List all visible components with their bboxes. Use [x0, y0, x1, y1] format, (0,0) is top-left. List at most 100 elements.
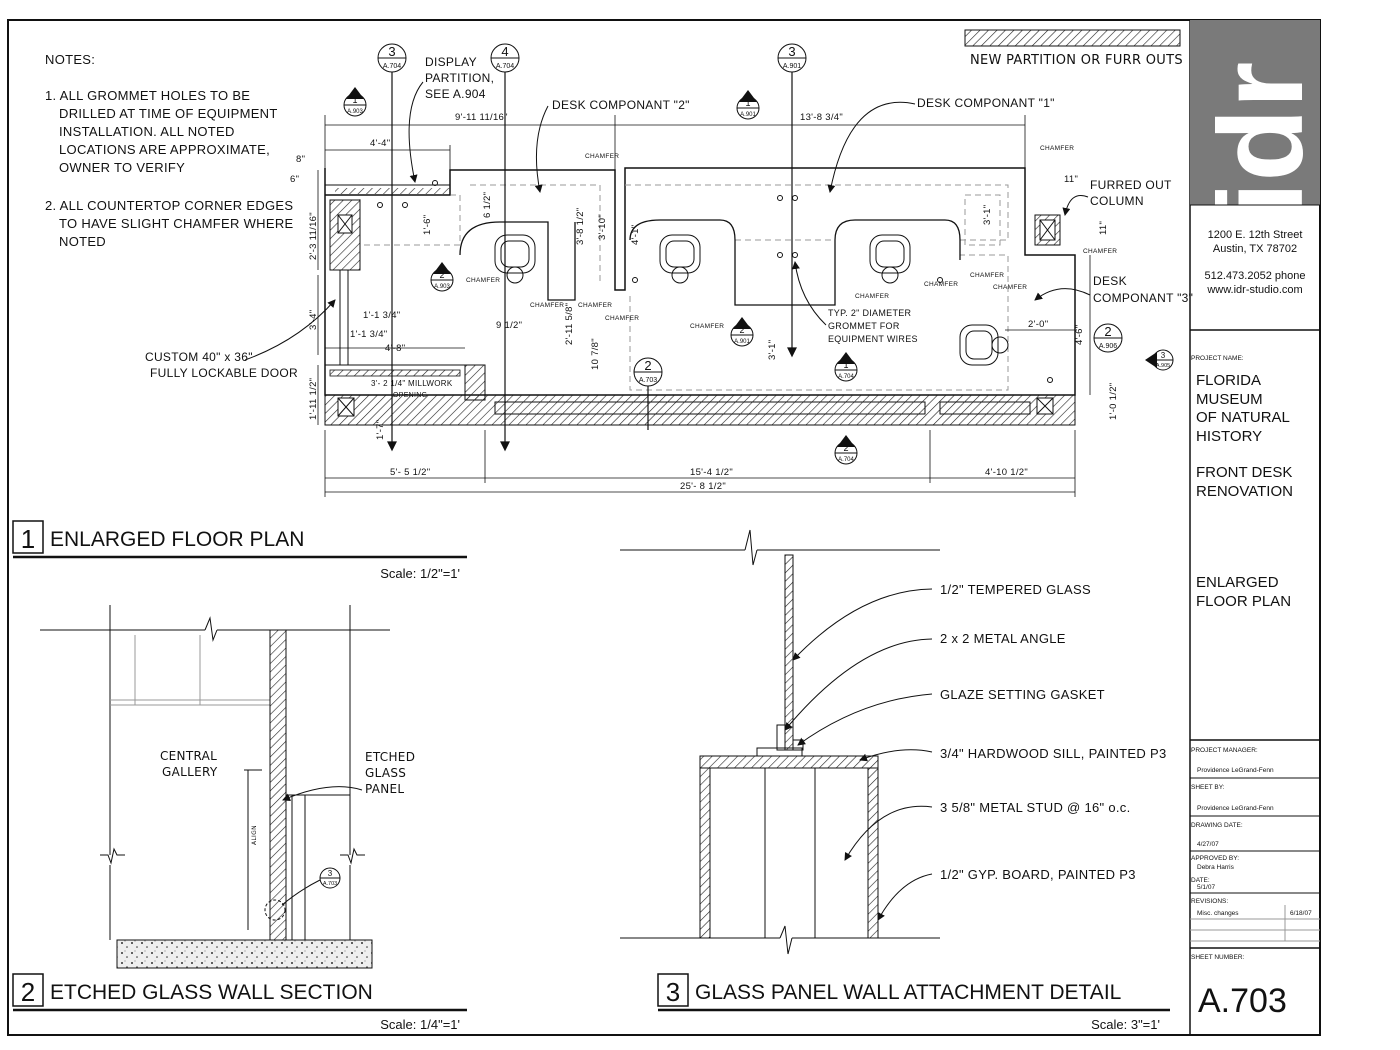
central-gallery-label: CENTRAL	[160, 749, 217, 763]
dim-4-6: 4'-6"	[1074, 325, 1085, 345]
svg-text:ENLARGED FLOOR PLAN: ENLARGED FLOOR PLAN	[50, 528, 304, 551]
svg-text:2: 2	[1104, 324, 1111, 339]
svg-text:6/18/07: 6/18/07	[1290, 910, 1312, 917]
dim-3-1b: 3'-1"	[767, 340, 778, 360]
drawing-1-title: 1 ENLARGED FLOOR PLAN Scale: 1/2"=1'	[12, 520, 467, 581]
svg-text:1200 E. 12th Street: 1200 E. 12th Street	[1208, 229, 1303, 241]
chamfer-label: CHAMFER	[466, 277, 500, 284]
detail-label-sill: 3/4" HARDWOOD SILL, PAINTED P3	[940, 746, 1166, 761]
svg-text:A.704: A.704	[838, 457, 854, 463]
notes-block: NOTES: 1. ALL GROMMET HOLES TO BE DRILLE…	[45, 52, 293, 249]
etched-glass-label: GLASS	[365, 766, 406, 780]
furred-column-label: FURRED OUT	[1090, 178, 1172, 192]
note-1-line-1: 1. ALL GROMMET HOLES TO BE	[45, 88, 250, 103]
svg-text:1: 1	[352, 95, 357, 105]
svg-text:RENOVATION: RENOVATION	[1196, 483, 1293, 500]
dim-8: 8"	[296, 154, 305, 165]
millwork-label: 3'- 2 1/4" MILLWORK	[371, 379, 453, 388]
dim-top-1: 9'-11 11/16"	[455, 112, 508, 123]
svg-text:www.idr-studio.com: www.idr-studio.com	[1206, 284, 1302, 296]
svg-text:Austin, TX 78702: Austin, TX 78702	[1213, 243, 1297, 255]
svg-text:A.704: A.704	[496, 63, 514, 70]
dim-10: 10 7/8"	[590, 338, 601, 370]
office-chair-4	[959, 324, 1009, 366]
svg-text:Misc. changes: Misc. changes	[1197, 910, 1239, 917]
callout-2-a704[interactable]: 2 A.704	[834, 435, 858, 465]
legend-label: NEW PARTITION OR FURR OUTS	[970, 53, 1183, 68]
note-2-line-1: 2. ALL COUNTERTOP CORNER EDGES	[45, 198, 293, 213]
callout-3-a901[interactable]: 3 A.901	[777, 43, 807, 73]
detail-label-gasket: GLAZE SETTING GASKET	[940, 687, 1105, 702]
dim-6: 6"	[290, 174, 299, 185]
chamfer-label: CHAMFER	[585, 153, 619, 160]
svg-text:1: 1	[843, 360, 848, 370]
dim-top-2: 13'-8 3/4"	[800, 112, 843, 123]
etched-glass-label: ETCHED	[365, 750, 415, 764]
svg-text:HISTORY: HISTORY	[1196, 428, 1262, 445]
logo-block	[1190, 20, 1320, 205]
svg-text:A.901: A.901	[783, 63, 801, 70]
callout-3-a905[interactable]: 3 A.905	[1145, 349, 1174, 371]
glass-panel-detail: 1/2" TEMPERED GLASS 2 x 2 METAL ANGLE GL…	[620, 529, 1166, 955]
office-chair-2	[659, 234, 701, 284]
logo-text: idr	[1194, 62, 1328, 215]
title-block: idr 1200 E. 12th Street Austin, TX 78702…	[1190, 20, 1328, 1020]
dim-bottom-1: 5'- 5 1/2"	[390, 467, 430, 478]
dim-bottom-2: 15'-4 1/2"	[690, 467, 733, 478]
svg-text:5/1/07: 5/1/07	[1197, 884, 1215, 891]
callout-2-a901[interactable]: 2 A.901	[730, 317, 754, 347]
central-gallery-label: GALLERY	[162, 765, 218, 779]
svg-text:4/27/07: 4/27/07	[1197, 841, 1219, 848]
floor-plan: 9'-11 11/16" 13'-8 3/4" 4'-4" 5'- 5 1/2"…	[145, 43, 1193, 497]
front-wall-hatch	[324, 394, 1076, 426]
svg-text:OF NATURAL: OF NATURAL	[1196, 409, 1290, 426]
chamfer-label: CHAMFER	[1040, 145, 1074, 152]
note-1-line-4: LOCATIONS ARE APPROXIMATE,	[59, 142, 270, 157]
sheet-number: A.703	[1198, 982, 1287, 1020]
callout-4-a704[interactable]: 4 A.704	[490, 43, 520, 73]
dim-9: 9 1/2"	[496, 320, 522, 331]
dim-1-6: 1'-6"	[422, 215, 433, 235]
detail-label-glass: 1/2" TEMPERED GLASS	[940, 582, 1091, 597]
detail-label-gyp: 1/2" GYP. BOARD, PAINTED P3	[940, 867, 1136, 882]
etched-glass-label: PANEL	[365, 782, 404, 796]
glass-panel-hatch	[269, 629, 287, 941]
callout-1-a901[interactable]: 1 A.901	[736, 90, 760, 120]
chamfer-label: CHAMFER	[690, 323, 724, 330]
note-1-line-2: DRILLED AT TIME OF EQUIPMENT	[59, 106, 278, 121]
dim-1-11: 1'-11 1/2"	[308, 378, 319, 420]
furred-column-label: COLUMN	[1090, 194, 1144, 208]
svg-text:A.703: A.703	[323, 881, 337, 887]
callout-3-a704[interactable]: 3 A.704	[377, 43, 407, 73]
svg-text:DATE:: DATE:	[1191, 877, 1210, 884]
svg-text:A.703: A.703	[639, 377, 657, 384]
callout-2-a903[interactable]: 2 A.903	[430, 262, 454, 292]
callout-1-a704[interactable]: 1 A.704	[834, 352, 858, 382]
svg-text:APPROVED BY:: APPROVED BY:	[1191, 855, 1239, 862]
tempered-glass	[784, 554, 794, 751]
svg-text:A.905: A.905	[1156, 363, 1170, 369]
chamfer-label: CHAMFER	[970, 272, 1004, 279]
door-label: FULLY LOCKABLE DOOR	[150, 366, 298, 380]
dim-11b: 11"	[1098, 221, 1109, 235]
etched-glass-section: CENTRAL GALLERY ETCHED GLASS PANEL ALIGN…	[40, 605, 415, 969]
millwork-label: OPENING	[393, 392, 427, 399]
svg-text:FLORIDA: FLORIDA	[1196, 372, 1261, 389]
dim-3-8: 3'-8 1/2"	[575, 208, 586, 245]
note-1-line-5: OWNER TO VERIFY	[59, 160, 185, 175]
callout-2-a906[interactable]: 2 A.906	[1093, 323, 1123, 353]
desk-3-label: DESK	[1093, 274, 1127, 288]
dim-top-3: 4'-4"	[370, 138, 390, 149]
drawing-2-title: 2 ETCHED GLASS WALL SECTION Scale: 1/4"=…	[12, 973, 467, 1032]
grommet-label: EQUIPMENT WIRES	[828, 334, 918, 344]
svg-text:Debra Harris: Debra Harris	[1197, 864, 1235, 871]
grommet-label: TYP. 2" DIAMETER	[828, 308, 912, 318]
callout-3-a703[interactable]: 3 A.703	[319, 867, 341, 889]
desk-2-label: DESK COMPONANT "2"	[552, 98, 690, 112]
svg-text:Scale: 3"=1': Scale: 3"=1'	[1091, 1017, 1160, 1032]
chamfer-label: CHAMFER	[1083, 248, 1117, 255]
callout-1-a903[interactable]: 1 A.903	[343, 87, 367, 117]
callout-2-a703[interactable]: 2 A.703	[633, 357, 663, 387]
note-2-line-3: NOTED	[59, 234, 106, 249]
